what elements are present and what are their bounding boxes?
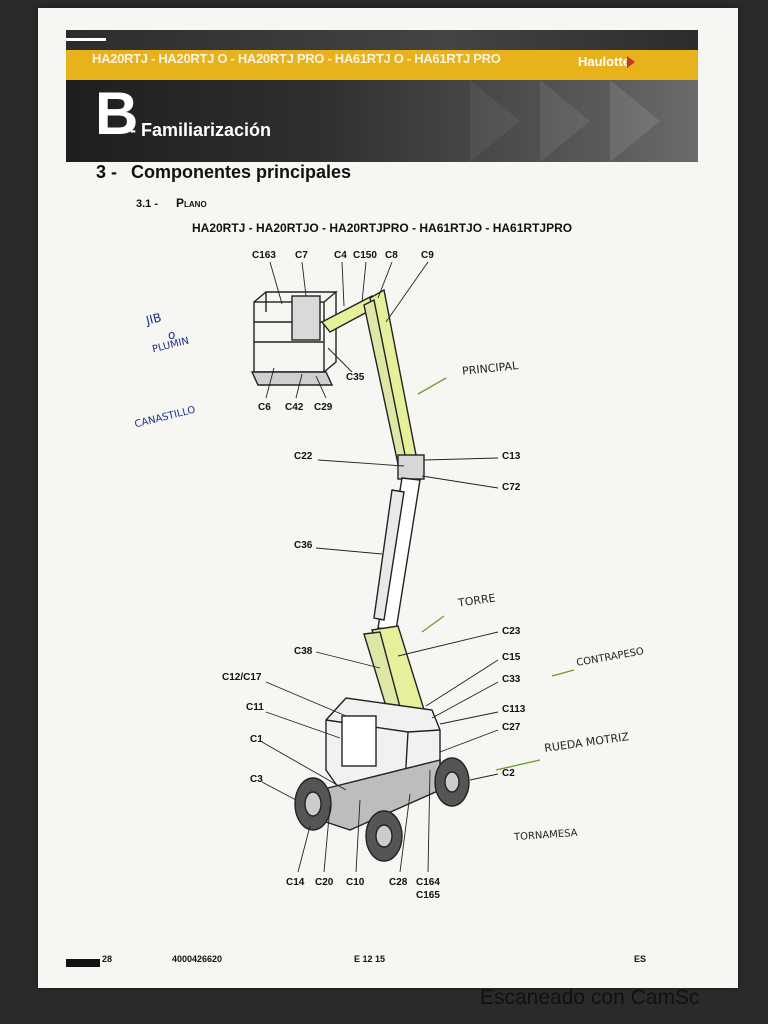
footer-page-number: 28 (102, 954, 113, 964)
banner-chevron-icon (610, 80, 660, 162)
basket-floor (250, 371, 334, 386)
label-c150: C150 (353, 250, 377, 261)
header-dark-strip (66, 30, 698, 50)
label-c11: C11 (246, 702, 264, 713)
label-c28: C28 (389, 877, 408, 888)
subheading: 3.1 - Plano (136, 196, 207, 210)
label-c23: C23 (502, 626, 521, 637)
banner-chevron-icon (540, 80, 590, 162)
diagram-model-line: HA20RTJ - HA20RTJO - HA20RTJPRO - HA61RT… (192, 221, 573, 235)
handwritten-arrows (417, 377, 575, 771)
label-c14: C14 (286, 877, 305, 888)
header-rule (66, 38, 106, 41)
label-c33: C33 (502, 674, 521, 685)
label-c38: C38 (294, 646, 313, 657)
footer-edition: E 12 15 (354, 954, 386, 964)
label-c72: C72 (502, 482, 521, 493)
label-c35: C35 (346, 372, 365, 383)
brand-chevron-icon (627, 56, 635, 68)
label-c22: C22 (294, 451, 313, 462)
tower-boom-inner (373, 489, 405, 621)
banner-chevron-icon (470, 80, 520, 162)
label-c27: C27 (502, 722, 521, 733)
engine-cover (341, 715, 377, 767)
brand-logo: Haulotte (578, 54, 630, 69)
footer-bar (66, 959, 100, 967)
note-o: o (168, 328, 176, 342)
subheading-number: 3.1 - (136, 198, 159, 210)
label-c2: C2 (502, 768, 515, 779)
label-c10: C10 (346, 877, 365, 888)
subheading-title: Plano (176, 196, 207, 210)
heading-number: 3 - (96, 162, 118, 182)
callout-leaders (261, 261, 499, 873)
section-letter: B (95, 80, 139, 147)
label-c9: C9 (421, 250, 434, 261)
label-c13: C13 (502, 451, 521, 462)
section-title: - Familiarización (130, 120, 272, 140)
label-c29: C29 (314, 402, 333, 413)
footer-doc-number: 4000426620 (172, 954, 223, 964)
footer-language: ES (634, 954, 647, 964)
scan-watermark: Escaneado con CamSc (480, 986, 700, 1009)
heading-title: Componentes principales (131, 162, 352, 182)
label-c36: C36 (294, 540, 313, 551)
basket-controls (291, 295, 321, 341)
label-c164: C164 (416, 877, 440, 888)
label-c42: C42 (285, 402, 304, 413)
label-c163: C163 (252, 250, 276, 261)
label-c1: C1 (250, 734, 263, 745)
label-c165: C165 (416, 890, 440, 901)
label-c8: C8 (385, 250, 398, 261)
label-c12-c17: C12/C17 (222, 672, 262, 683)
header-models: HA20RTJ - HA20RTJ O - HA20RTJ PRO - HA61… (92, 51, 501, 66)
label-c3: C3 (250, 774, 263, 785)
label-c7: C7 (295, 250, 308, 261)
label-c113: C113 (502, 704, 526, 715)
boom-elbow (397, 454, 425, 480)
label-c6: C6 (258, 402, 271, 413)
label-c15: C15 (502, 652, 521, 663)
label-c4: C4 (334, 250, 347, 261)
label-c20: C20 (315, 877, 334, 888)
section-banner (66, 80, 698, 162)
heading: 3 - Componentes principales (96, 162, 351, 183)
